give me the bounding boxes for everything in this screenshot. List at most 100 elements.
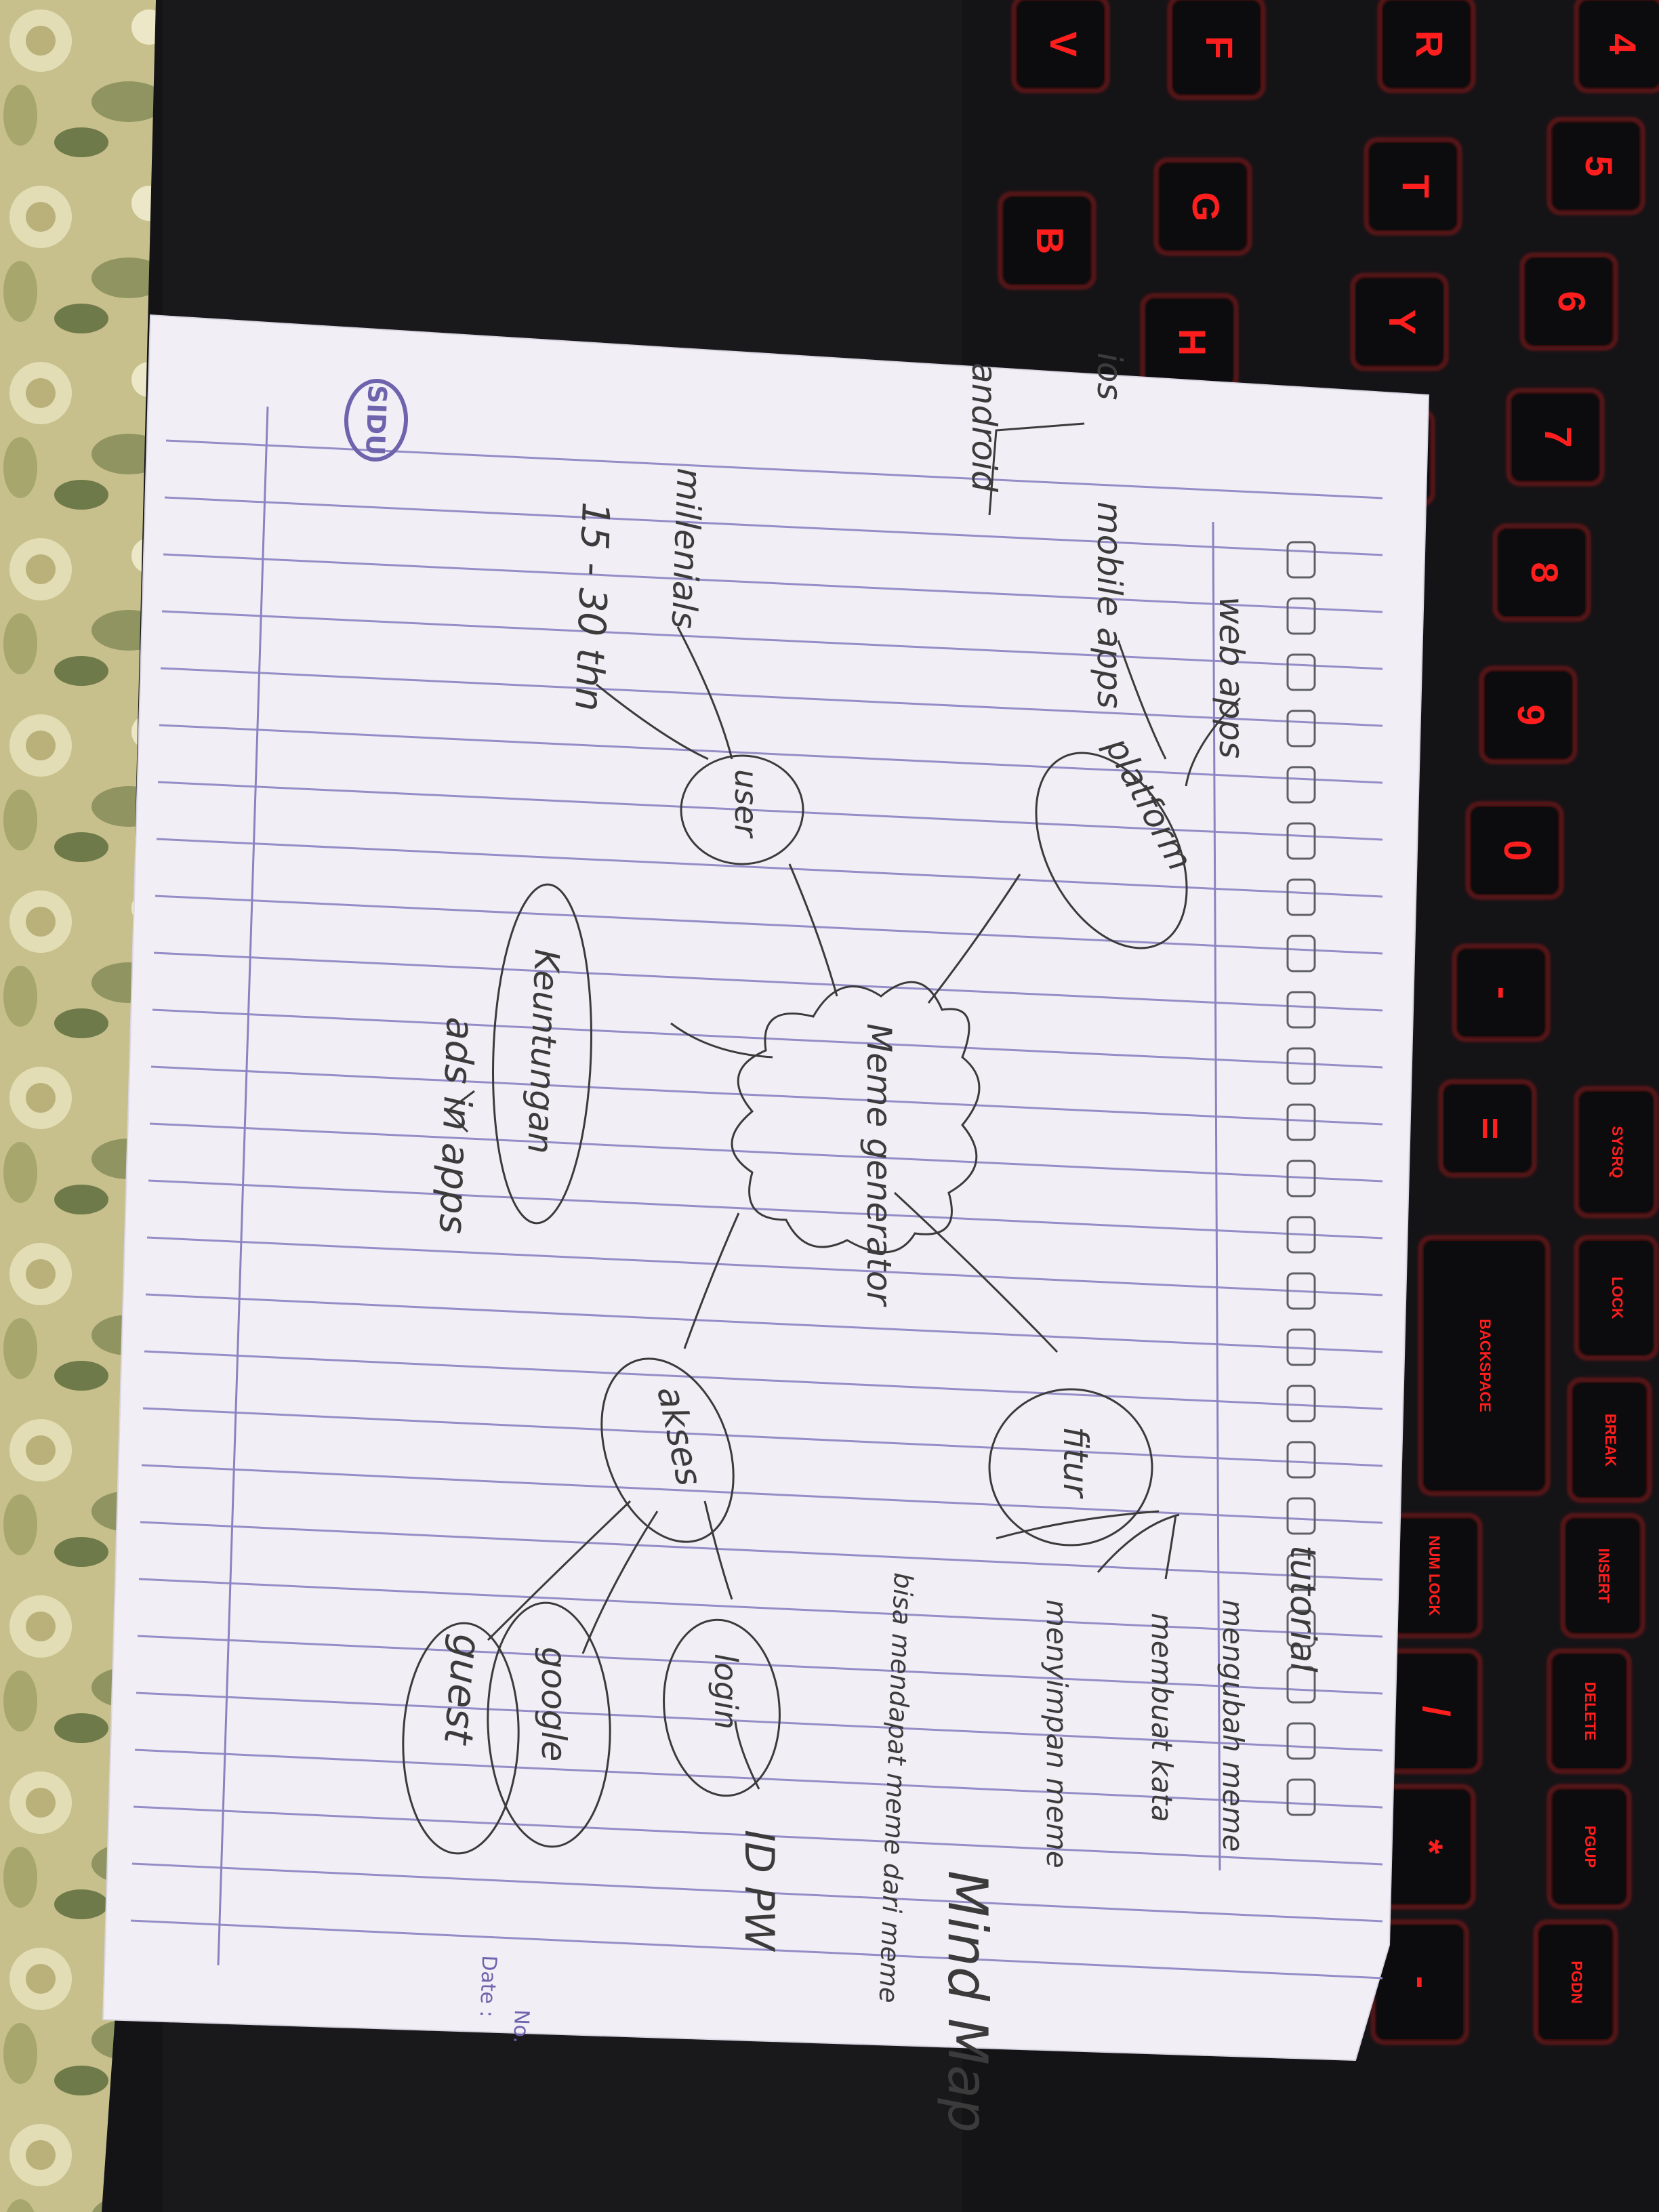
key-label: V (1042, 31, 1085, 56)
keyboard-key: SYSRQ (1575, 1087, 1658, 1217)
keyboard-key: V (1012, 0, 1109, 92)
key-label: NUM LOCK (1426, 1536, 1443, 1616)
keyboard-key: 6 (1521, 253, 1617, 350)
ruled-line (164, 496, 1383, 556)
mind-map: Meme generator platform user Keuntungan … (402, 352, 1323, 2133)
keyboard-key: H (1141, 294, 1237, 390)
keyboard-key: 8 (1494, 525, 1590, 621)
header-box (1286, 1385, 1316, 1422)
keyboard-key: = (1439, 1080, 1536, 1176)
date-label: Date : (475, 1955, 501, 2018)
ruled-line (137, 1635, 1383, 1695)
node-guest: guest (435, 1633, 491, 1748)
cloud-meme-generator (731, 981, 981, 1254)
ruled-line (161, 610, 1383, 670)
header-box (1286, 1441, 1316, 1479)
margin-line (1212, 521, 1221, 1871)
header-box (1286, 1272, 1316, 1310)
key-label: G (1185, 192, 1227, 222)
keyboard-key: PGDN (1534, 1921, 1617, 2044)
connector-keuntungan-ads (445, 1090, 475, 1133)
note-ios: ios (1090, 352, 1129, 401)
keyboard-key: 5 (1548, 118, 1644, 214)
ruled-line (136, 1692, 1383, 1752)
ruled-line (142, 1407, 1383, 1467)
header-box (1286, 1328, 1316, 1366)
bubble-user (680, 754, 804, 865)
ruled-line (133, 1805, 1383, 1866)
key-label: * (1408, 1839, 1451, 1854)
header-box (1286, 653, 1316, 691)
ruled-line (149, 1122, 1383, 1183)
ruled-line (146, 1236, 1383, 1296)
connector-mobile-platform (1117, 640, 1167, 760)
note-menyimpan-meme: menyimpan meme (1040, 1599, 1073, 1868)
note-mobile-apps: mobile apps (1090, 501, 1129, 709)
keyboard-key: B (999, 192, 1095, 289)
keyboard-key: G (1155, 159, 1251, 255)
ruled-line (152, 1008, 1383, 1069)
key-label: = (1469, 1118, 1512, 1140)
ruled-line (144, 1350, 1383, 1410)
header-box (1286, 1610, 1316, 1647)
key-label: INSERT (1595, 1549, 1612, 1603)
ruled-lines (130, 406, 1383, 1980)
ruled-line (157, 781, 1383, 841)
header-box (1286, 541, 1316, 579)
key-label: LOCK (1609, 1277, 1626, 1319)
note-membuat-kata: membuat kata (1145, 1613, 1179, 1822)
connector-fitur-center (893, 1191, 1059, 1353)
bubble-platform (1035, 752, 1188, 949)
keyboard-key: R (1378, 0, 1475, 92)
note-android: android (964, 363, 1004, 492)
header-box (1286, 878, 1316, 916)
header-box (1286, 766, 1316, 804)
keyboard-key: 9 (1480, 667, 1576, 763)
node-google: google (534, 1647, 573, 1761)
connector-id-login (734, 1721, 760, 1790)
bubble-akses (600, 1357, 735, 1543)
key-label: 4 (1601, 33, 1644, 54)
key-label: F (1198, 36, 1241, 59)
keyboard-key: BREAK (1568, 1378, 1651, 1502)
sidu-logo: SIDU (344, 379, 409, 462)
connector-note3-fitur (1164, 1514, 1177, 1580)
key-label: 9 (1510, 704, 1553, 725)
connector-akses-google (581, 1511, 659, 1654)
connector-note1-fitur (1097, 1513, 1180, 1573)
ruled-line (145, 1293, 1383, 1353)
keyboard-key: 4 (1575, 0, 1659, 92)
keyboard-key: DELETE (1548, 1650, 1631, 1773)
connector-keuntungan-center (670, 1022, 773, 1059)
no-label: No. (508, 2009, 533, 2044)
key-label: T (1395, 175, 1437, 198)
header-box (1286, 1103, 1316, 1141)
header-box (1286, 1722, 1316, 1760)
key-label: 0 (1496, 840, 1539, 861)
node-keuntungan: Keuntungan (520, 949, 567, 1155)
header-box (1286, 1047, 1316, 1085)
node-login: login (708, 1654, 744, 1729)
keyboard-key: T (1365, 138, 1461, 234)
key-label: H (1171, 329, 1214, 356)
key-label: 6 (1551, 291, 1593, 312)
header-box (1286, 1553, 1316, 1591)
bubble-guest (402, 1622, 520, 1855)
ruled-line (156, 838, 1383, 898)
keyboard-key: * (1378, 1785, 1475, 1908)
key-label: PGDN (1568, 1961, 1585, 2004)
center-node: Meme generator (859, 1023, 899, 1308)
key-label: 8 (1523, 562, 1566, 583)
ruled-line (160, 667, 1383, 727)
ruled-line (141, 1464, 1383, 1524)
keyboard-key: INSERT (1561, 1514, 1644, 1637)
header-box (1286, 1778, 1316, 1816)
header-box (1286, 1497, 1316, 1535)
note-age: 15 - 30 thn (566, 501, 617, 712)
ruled-line (148, 1179, 1383, 1240)
note-millenials: millenials (664, 468, 709, 630)
key-label: R (1408, 30, 1451, 58)
ruled-line (163, 553, 1383, 613)
header-box (1286, 935, 1316, 972)
keyboard-key: 0 (1467, 802, 1563, 899)
